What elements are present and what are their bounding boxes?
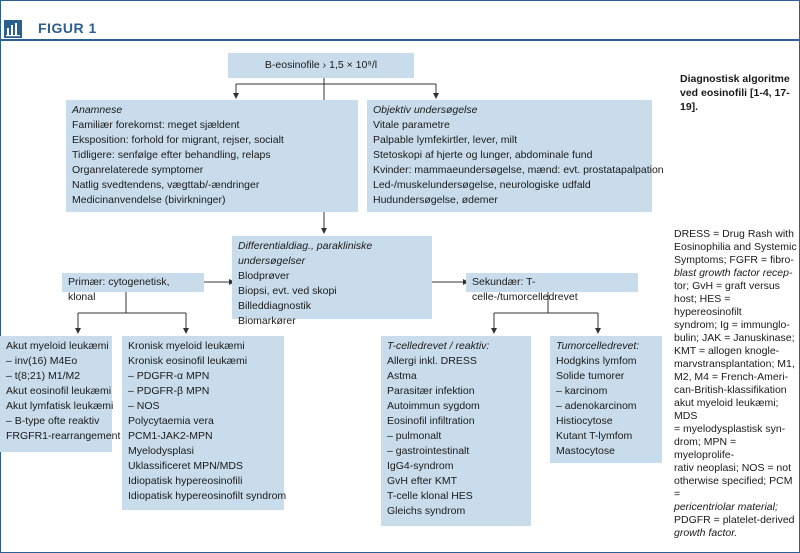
primaer-label: Primær: cytogenetisk, klonal — [68, 276, 170, 303]
list-item: Akut lymfatisk leukæmi — [6, 400, 114, 412]
list-item: T-celle klonal HES — [387, 490, 473, 502]
objektiv-title: Objektiv undersøgelse — [373, 104, 478, 116]
list-item: – NOS — [128, 400, 160, 412]
list-item: Vitale parametre — [373, 119, 450, 131]
list-item: Uklassificeret MPN/MDS — [128, 460, 243, 472]
figure-caption: Diagnostisk algoritme ved eosinofili [1-… — [680, 72, 792, 114]
list-item: Akut eosinofil leukæmi — [6, 385, 112, 397]
list-item: Medicinanvendelse (bivirkninger) — [72, 194, 226, 206]
abbreviation-line: = myelodysplastisk syn- — [674, 423, 786, 435]
tcelle-box: T-celledrevet / reaktiv: Allergi inkl. D… — [381, 336, 531, 526]
list-item: Idiopatisk hypereosinofilt syndrom — [128, 490, 287, 502]
list-item: Kutant T-lymfom — [556, 430, 633, 442]
abbreviation-line: pericentriolar material; — [674, 501, 778, 513]
list-item: Biopsi, evt. ved skopi — [238, 285, 337, 297]
list-item: Histiocytose — [556, 415, 613, 427]
abbreviation-line: akut myeloid leukæmi; MDS — [674, 397, 779, 422]
list-item: Tidligere: senfølge efter behandling, re… — [72, 149, 271, 161]
list-item: Parasitær infektion — [387, 385, 475, 397]
list-item: Eksposition: forhold for migrant, rejser… — [72, 134, 284, 146]
list-item: Natlig svedtendens, vægttab/-ændringer — [72, 179, 260, 191]
list-item: – PDGFR-β MPN — [128, 385, 210, 397]
list-item: Autoimmun sygdom — [387, 400, 480, 412]
tumor-box: Tumorcelledrevet: Hodgkins lymfom Solide… — [550, 336, 662, 463]
abbreviation-line: growth factor. — [674, 527, 738, 539]
primaer-box: Primær: cytogenetisk, klonal — [62, 273, 204, 303]
list-item: Eosinofil infiltration — [387, 415, 475, 427]
list-item: Billeddiagnostik — [238, 300, 311, 312]
bar-chart-icon — [4, 20, 22, 38]
differential-title: Differentialdiag., parakliniske undersøg… — [238, 240, 373, 267]
sekundaer-label: Sekundær: T-celle-/tumorcelledrevet — [472, 276, 578, 303]
list-item: Akut myeloid leukæmi — [6, 340, 109, 352]
list-item: – pulmonalt — [387, 430, 442, 442]
root-box: B-eosinofile › 1,5 × 10⁹/l — [228, 53, 414, 78]
list-item: – t(8;21) M1/M2 — [6, 370, 81, 382]
list-item: – karcinom — [556, 385, 608, 397]
list-item: – gastrointestinalt — [387, 445, 470, 457]
list-item: – PDGFR-α MPN — [128, 370, 210, 382]
list-item: Astma — [387, 370, 417, 382]
list-item: Polycytaemia vera — [128, 415, 214, 427]
figure-label: FIGUR 1 — [38, 20, 97, 36]
list-item: Biomarkører — [238, 315, 296, 327]
abbreviation-line: host; HES = hypereosinofilt — [674, 293, 742, 318]
abbreviation-line: blast growth factor recep- — [674, 267, 793, 279]
anamnese-box: Anamnese Familiær forekomst: meget sjæld… — [66, 100, 358, 212]
tumor-title: Tumorcelledrevet: — [556, 340, 640, 352]
anamnese-title: Anamnese — [72, 104, 123, 116]
list-item: Organrelaterede symptomer — [72, 164, 204, 176]
caption-text: Diagnostisk algoritme ved eosinofili [1-… — [680, 73, 790, 113]
akut-box: Akut myeloid leukæmi – inv(16) M4Eo – t(… — [0, 336, 121, 452]
abbreviation-line: tor; GvH = graft versus — [674, 280, 780, 292]
list-item: Gleichs syndrom — [387, 505, 466, 517]
abbreviation-line: M2, M4 = French-Ameri- — [674, 371, 789, 383]
list-item: Kronisk myeloid leukæmi — [128, 340, 245, 352]
tcelle-title: T-celledrevet / reaktiv: — [387, 340, 490, 352]
abbreviation-line: drom; MPN = myeloprolife- — [674, 436, 737, 461]
figure-header: FIGUR 1 — [0, 0, 800, 40]
list-item: IgG4-syndrom — [387, 460, 454, 472]
list-item: Kvinder: mammaeundersøgelse, mænd: evt. … — [373, 164, 664, 176]
header-divider — [0, 39, 800, 41]
list-item: Solide tumorer — [556, 370, 625, 382]
list-item: Led-/muskelundersøgelse, neurologiske ud… — [373, 179, 591, 191]
list-item: – adenokarcinom — [556, 400, 637, 412]
list-item: Allergi inkl. DRESS — [387, 355, 477, 367]
objektiv-box: Objektiv undersøgelse Vitale parametre P… — [367, 100, 664, 212]
list-item: Palpable lymfekirtler, lever, milt — [373, 134, 518, 146]
list-item: Myelodysplasi — [128, 445, 194, 457]
kronisk-box: Kronisk myeloid leukæmi Kronisk eosinofi… — [122, 336, 287, 510]
list-item: Idiopatisk hypereosinofili — [128, 475, 243, 487]
abbreviation-line: syndrom; Ig = immunglo- — [674, 319, 790, 331]
abbreviation-line: Eosinophilia and Systemic — [674, 241, 797, 253]
list-item: PCM1-JAK2-MPN — [128, 430, 213, 442]
list-item: GvH efter KMT — [387, 475, 458, 487]
abbreviation-line: bulin; JAK = Januskinase; — [674, 332, 795, 344]
list-item: – inv(16) M4Eo — [6, 355, 78, 367]
sekundaer-box: Sekundær: T-celle-/tumorcelledrevet — [466, 273, 638, 303]
abbreviation-line: can-British-klassifikation — [674, 384, 787, 396]
abbreviation-line: rativ neoplasi; NOS = not — [674, 462, 792, 474]
list-item: Familiær forekomst: meget sjældent — [72, 119, 240, 131]
list-item: Blodprøver — [238, 270, 290, 282]
abbreviation-line: KMT = allogen knogle- — [674, 345, 780, 357]
abbreviation-line: DRESS = Drug Rash with — [674, 228, 794, 240]
list-item: Hodgkins lymfom — [556, 355, 637, 367]
list-item: – B-type ofte reaktiv — [6, 415, 100, 427]
list-item: Stetoskopi af hjerte og lunger, abdomina… — [373, 149, 593, 161]
list-item: Hudundersøgelse, ødemer — [373, 194, 498, 206]
list-item: Mastocytose — [556, 445, 615, 457]
abbreviation-line: PDGFR = platelet-derived — [674, 514, 795, 526]
list-item: Kronisk eosinofil leukæmi — [128, 355, 248, 367]
list-item: FRGFR1-rearrangement — [6, 430, 121, 442]
abbreviation-line: marvstransplantation; M1, — [674, 358, 795, 370]
abbreviation-line: otherwise specified; PCM = — [674, 475, 793, 500]
root-text: B-eosinofile › 1,5 × 10⁹/l — [264, 59, 378, 71]
abbreviation-line: Symptoms; FGFR = fibro- — [674, 254, 794, 266]
differential-box: Differentialdiag., parakliniske undersøg… — [232, 236, 432, 327]
